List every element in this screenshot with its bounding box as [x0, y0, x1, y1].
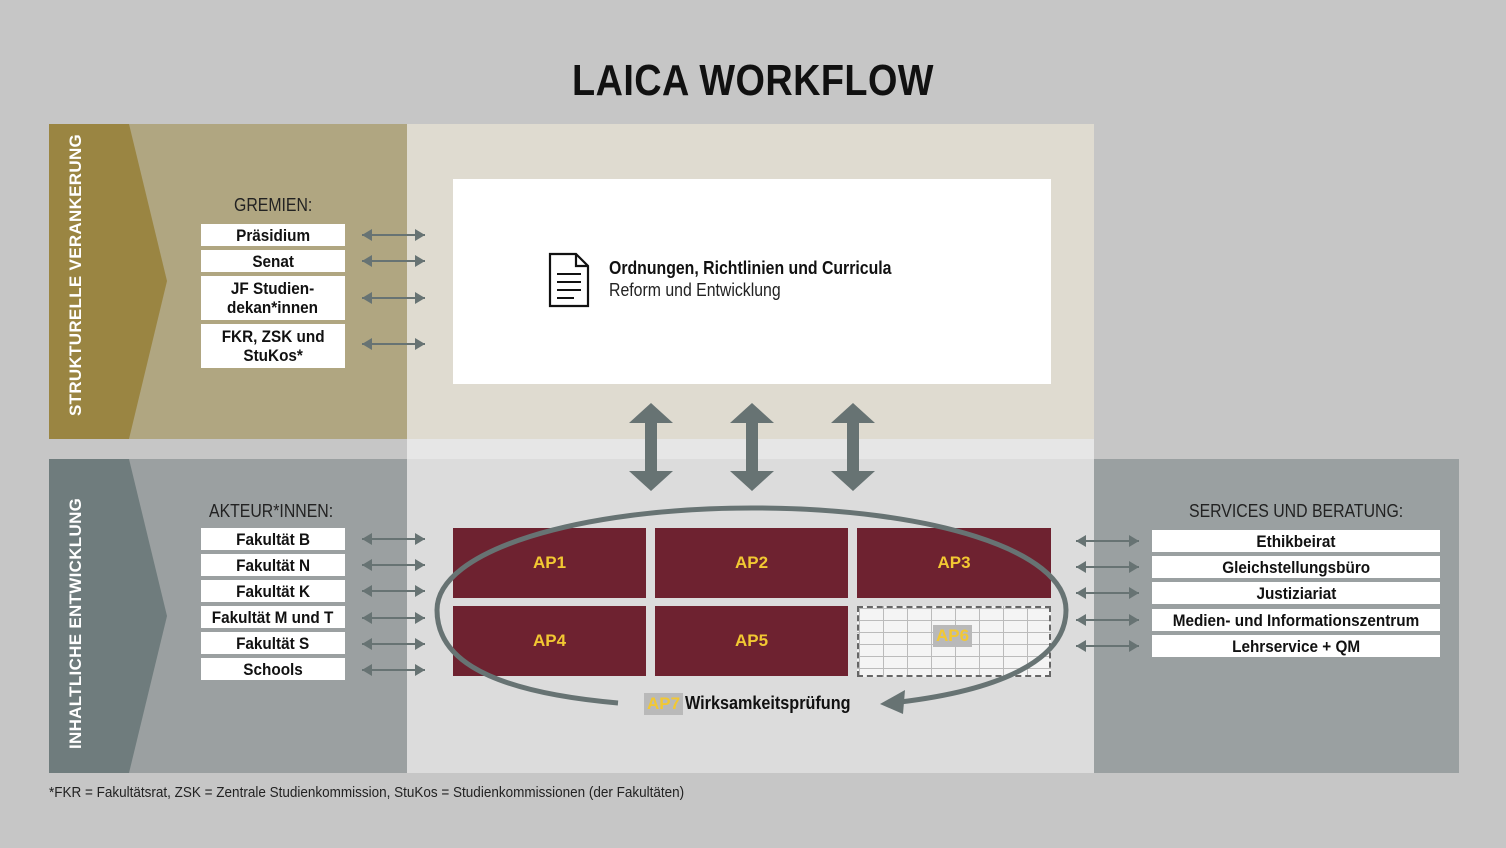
- gremien-item-fkr-zsk: FKR, ZSK und StuKos*: [201, 324, 345, 368]
- documents-subtitle: Reform und Entwicklung: [609, 280, 781, 300]
- akteure-arrows: [362, 538, 425, 671]
- services-arrows: [1076, 540, 1139, 647]
- structural-chevron: [49, 124, 167, 439]
- gremien-item-praesidium: Präsidium: [201, 224, 345, 246]
- vertical-exchange-arrows: [629, 403, 875, 491]
- footnote: *FKR = Fakultätsrat, ZSK = Zentrale Stud…: [49, 784, 685, 801]
- cycle-arrowhead: [880, 690, 905, 714]
- document-icon: [548, 252, 590, 308]
- evaluation-tag: AP7: [644, 693, 684, 715]
- akteure-heading: AKTEUR*INNEN:: [209, 501, 334, 521]
- services-item-lehrservice: Lehrservice + QM: [1152, 635, 1440, 657]
- gremien-item-senat: Senat: [201, 250, 345, 272]
- work-package-ap4: AP4: [453, 606, 646, 676]
- documents-title: Ordnungen, Richtlinien und Curricula: [609, 258, 892, 278]
- services-item-medienzentrum: Medien- und Informationszentrum: [1152, 609, 1440, 631]
- content-chevron: [49, 459, 167, 773]
- akteure-item-schools: Schools: [201, 658, 345, 680]
- akteure-item-fakultaet-s: Fakultät S: [201, 632, 345, 654]
- services-item-gleichstellung: Gleichstellungsbüro: [1152, 556, 1440, 578]
- services-heading: SERVICES UND BERATUNG:: [1189, 501, 1404, 521]
- gremien-heading: GREMIEN:: [234, 195, 313, 215]
- evaluation-label: Wirksamkeitsprüfung: [685, 693, 851, 713]
- services-item-justiziariat: Justiziariat: [1152, 582, 1440, 604]
- work-package-ap6-box: [857, 606, 1051, 677]
- akteure-item-fakultaet-m-t: Fakultät M und T: [201, 606, 345, 628]
- akteure-item-fakultaet-b: Fakultät B: [201, 528, 345, 550]
- diagram-title: LAICA WORKFLOW: [572, 56, 934, 105]
- documents-box: [453, 179, 1051, 384]
- work-package-ap3: AP3: [857, 528, 1051, 598]
- gremien-arrows: [362, 234, 425, 345]
- akteure-item-fakultaet-n: Fakultät N: [201, 554, 345, 576]
- akteure-item-fakultaet-k: Fakultät K: [201, 580, 345, 602]
- work-package-ap6: AP6: [933, 625, 973, 647]
- work-package-ap5: AP5: [655, 606, 848, 676]
- services-item-ethikbeirat: Ethikbeirat: [1152, 530, 1440, 552]
- work-package-ap1: AP1: [453, 528, 646, 598]
- work-package-ap2: AP2: [655, 528, 848, 598]
- evaluation-cycle-arrow: [434, 505, 1069, 706]
- gremien-item-studiendekane: JF Studien- dekan*innen: [201, 276, 345, 320]
